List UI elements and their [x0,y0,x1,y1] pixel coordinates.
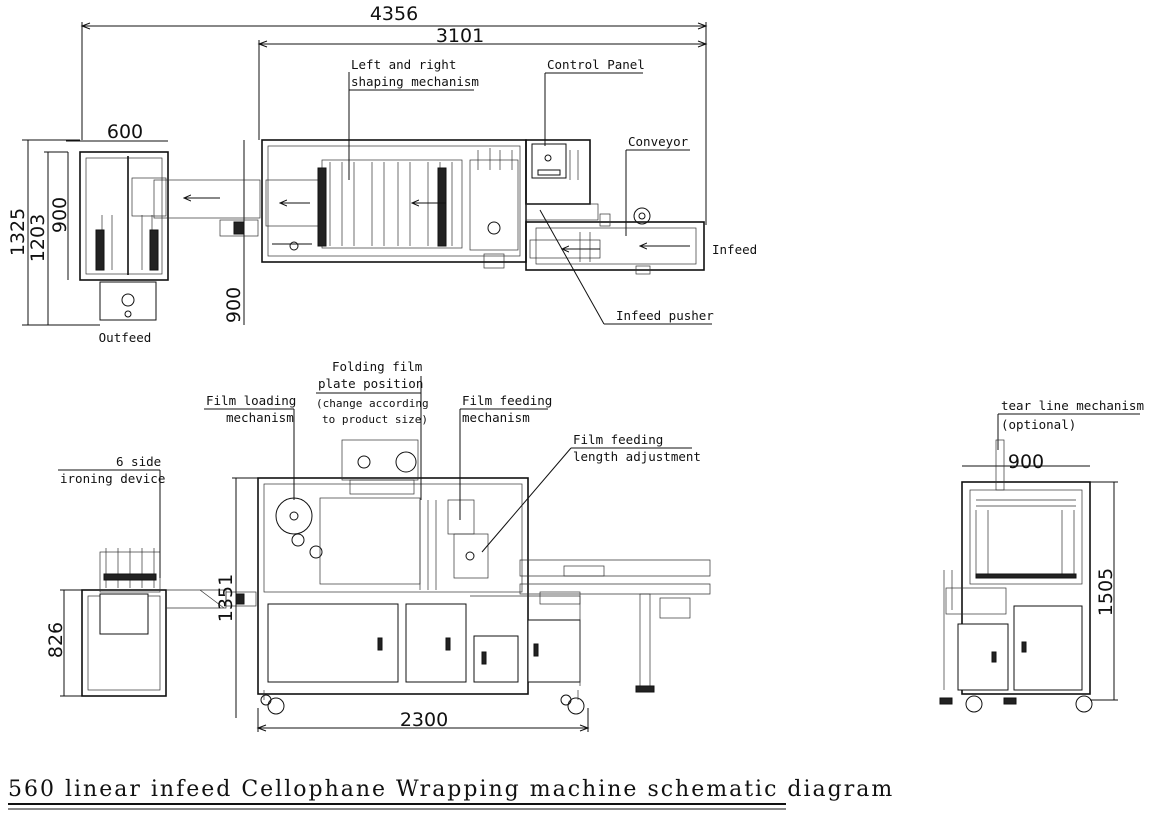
dim-3101-text: 3101 [436,25,484,47]
six-side-label-2: ironing device [60,471,165,486]
dim-1505-text: 1505 [1095,568,1117,616]
main-machine-front [257,439,711,715]
dim-900-main-text: 900 [223,287,245,323]
tear-line-label-1: tear line mechanism [1001,398,1144,413]
infeed-label: Infeed [712,242,757,257]
front-view: 826 6 side ironing device [45,359,711,732]
dim-main-length: 3101 [257,25,708,140]
title-block: 560 linear infeed Cellophane Wrapping ma… [8,777,894,810]
infeed-conveyor-top [525,203,705,275]
shaping-label-2: shaping mechanism [351,74,479,89]
film-feeding-label-1: Film feeding [462,393,552,408]
dim-overall-length: 4356 [80,3,708,225]
film-feeding-len-label-2: length adjustment [573,449,701,464]
dim-600-text: 600 [107,121,143,143]
conveyor-label: Conveyor [628,134,689,149]
outfeed-unit-top: Outfeed [79,151,261,345]
outfeed-label: Outfeed [99,330,152,345]
folding-film-label-4: to product size) [322,413,428,426]
control-panel-label: Control Panel [547,57,645,72]
main-machine-top [261,139,527,269]
film-loading-label-1: Film loading [206,393,296,408]
folding-film-label-3: (change according [316,397,429,410]
dim-1203-text: 1203 [27,214,49,262]
dim-side-900-text: 900 [1008,451,1044,473]
dim-outfeed-width: 600 [66,121,168,143]
ironing-device: 826 6 side ironing device [45,454,257,697]
folding-film-label-2: plate position [318,376,423,391]
shaping-label-1: Left and right [351,57,456,72]
dims-front: 1351 2300 [215,477,590,732]
top-view: 4356 3101 600 1325 1203 900 900 [7,3,757,345]
film-loading-label-2: mechanism [226,410,294,425]
side-view: tear line mechanism (optional) 900 1505 [939,398,1144,713]
control-panel-top [525,139,591,205]
tear-line-label-2: (optional) [1001,417,1076,432]
dim-826-text: 826 [45,622,67,658]
dim-1325-text: 1325 [7,208,29,256]
infeed-pusher-label: Infeed pusher [616,308,714,323]
folding-film-label-1: Folding film [332,359,422,374]
dim-4356-text: 4356 [370,3,418,25]
leaders-top: Left and right shaping mechanism Control… [348,57,757,325]
diagram-title: 560 linear infeed Cellophane Wrapping ma… [8,777,894,802]
six-side-label-1: 6 side [116,454,161,469]
leaders-front: Folding film plate position (change acco… [204,359,701,553]
dim-900-outfeed-text: 900 [49,197,71,233]
film-feeding-label-2: mechanism [462,410,530,425]
dim-2300-text: 2300 [400,709,448,731]
dim-1351-text: 1351 [215,574,237,622]
film-feeding-len-label-1: Film feeding [573,432,663,447]
